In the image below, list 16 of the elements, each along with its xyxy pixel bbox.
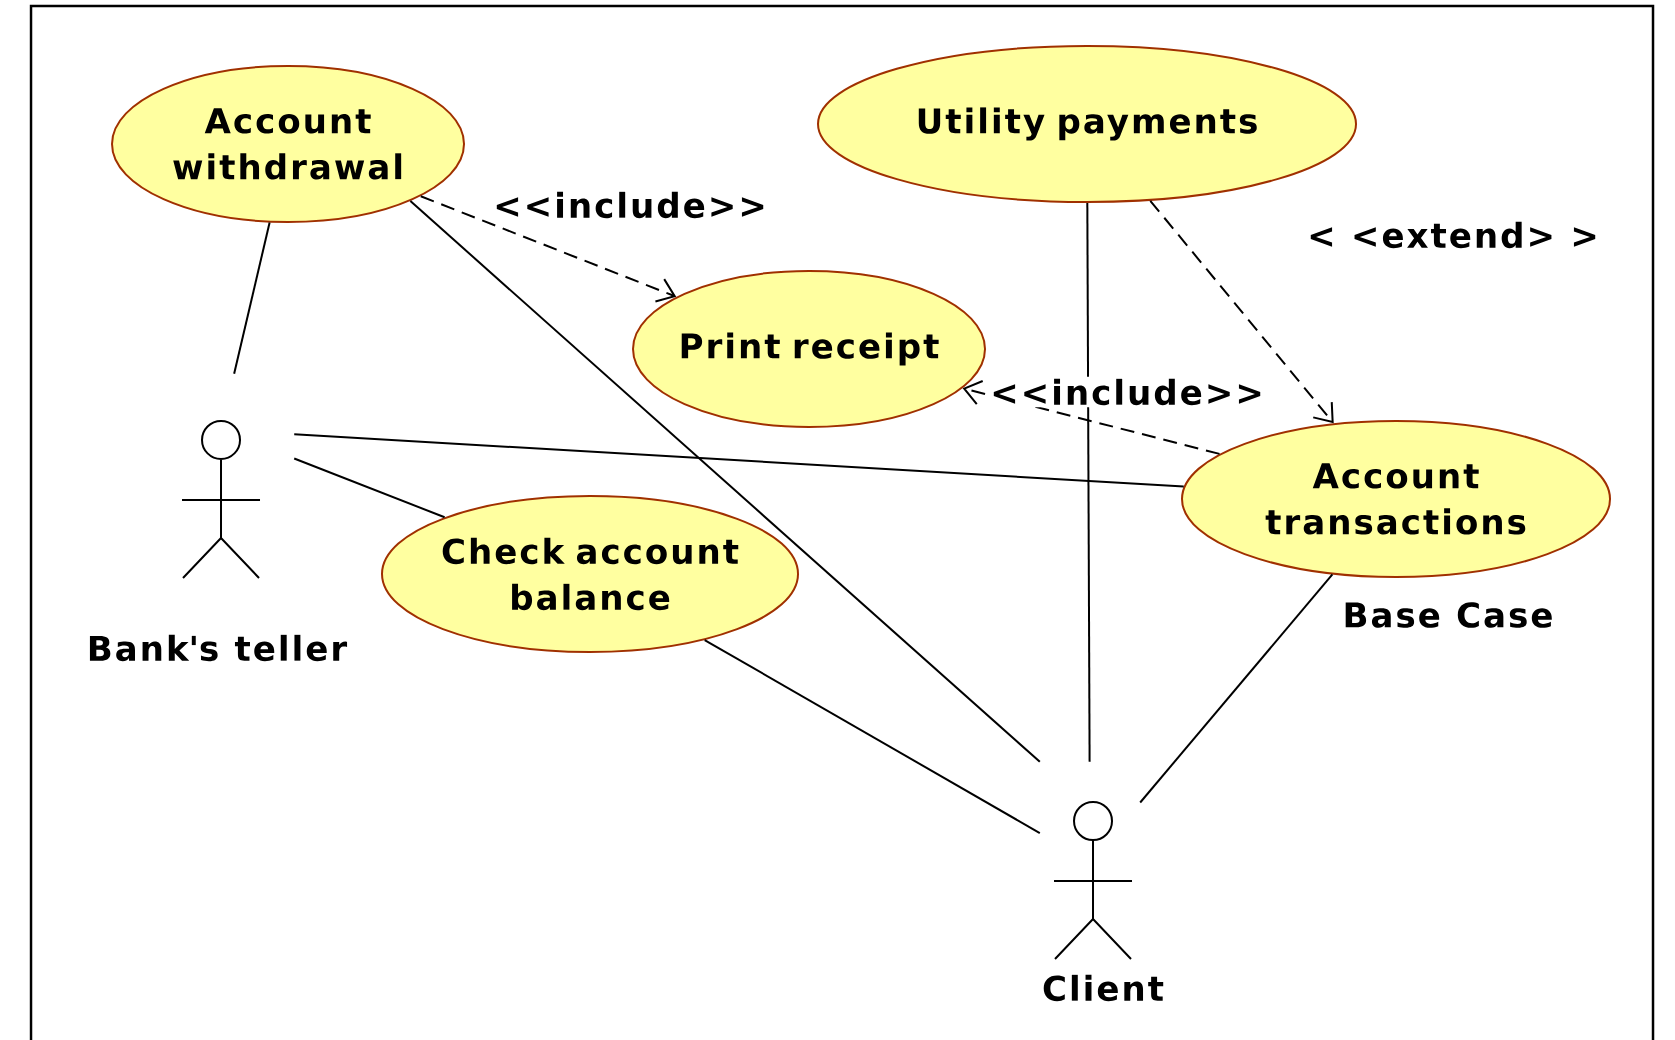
node-label: Base Case <box>1345 602 1552 628</box>
actor-figure: Bank's teller <box>89 420 348 662</box>
edge-label: <<include>> <box>988 376 1266 408</box>
association-line <box>1139 573 1334 804</box>
dashed-arrow <box>962 380 1221 455</box>
association-line <box>703 639 1041 835</box>
association-line <box>233 221 271 375</box>
edge-label: < <extend> > <box>1305 219 1601 251</box>
dashed-arrow <box>1149 199 1334 424</box>
actor-figure: Client <box>1043 801 1164 1002</box>
dashed-arrow <box>419 195 677 303</box>
association-line <box>1086 202 1091 763</box>
association-line <box>293 457 446 519</box>
association-line <box>409 200 1041 763</box>
association-line <box>293 433 1185 488</box>
edge-label: <<include>> <box>491 189 769 221</box>
